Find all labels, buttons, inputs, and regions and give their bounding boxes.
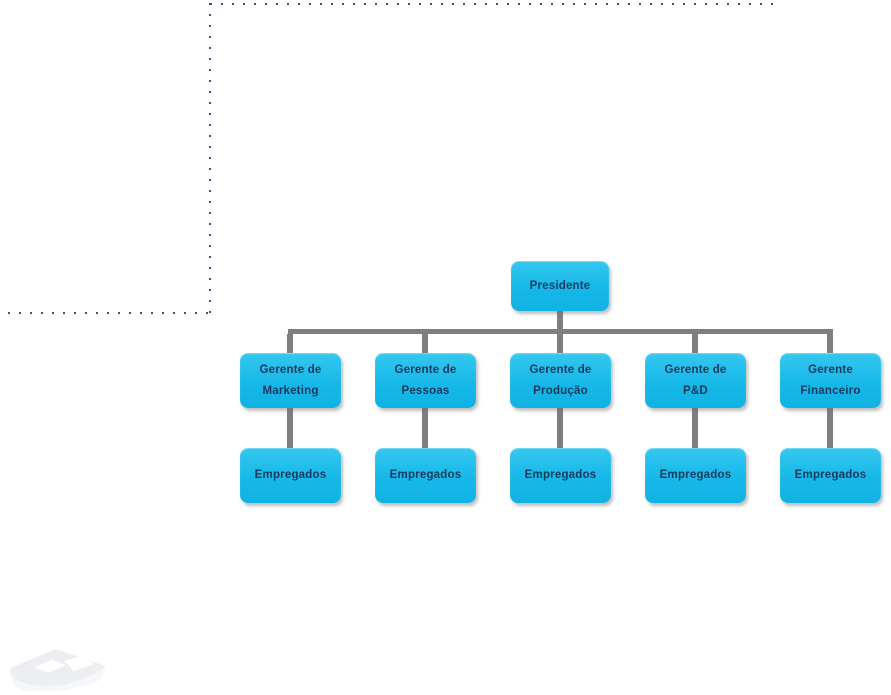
connector-bus-to-producao	[557, 334, 563, 353]
connector-producao-to-empregados	[557, 408, 563, 448]
org-node-empregados-pd[interactable]: Empregados	[645, 448, 746, 503]
node-label: Empregados	[254, 469, 327, 481]
node-label: Empregados	[524, 469, 597, 481]
node-label: Empregados	[794, 469, 867, 481]
connector-financeiro-to-empregados	[827, 408, 833, 448]
connector-bus-to-marketing	[287, 334, 293, 353]
org-node-gerente-producao[interactable]: Gerente de Produção	[510, 353, 611, 408]
connector-pessoas-to-empregados	[422, 408, 428, 448]
node-label-line2: Produção	[533, 384, 588, 397]
connector-horizontal-bus	[288, 329, 833, 334]
node-label: Empregados	[389, 469, 462, 481]
drawing-boundary-bottom-left	[8, 312, 212, 314]
org-node-presidente[interactable]: Presidente	[511, 261, 609, 311]
org-node-gerente-marketing[interactable]: Gerente de Marketing	[240, 353, 341, 408]
node-label-line1: Gerente	[808, 363, 853, 376]
org-node-empregados-financeiro[interactable]: Empregados	[780, 448, 881, 503]
watermark-logo-icon	[10, 649, 106, 692]
connector-bus-to-pd	[692, 334, 698, 353]
org-node-empregados-marketing[interactable]: Empregados	[240, 448, 341, 503]
node-label-line1: Gerente de	[529, 363, 592, 376]
connector-pd-to-empregados	[692, 408, 698, 448]
connector-root-stub	[557, 311, 563, 330]
node-label-line2: Financeiro	[800, 384, 861, 397]
drawing-boundary-left	[209, 3, 211, 314]
org-node-presidente-label: Presidente	[529, 279, 591, 292]
org-node-gerente-financeiro[interactable]: Gerente Financeiro	[780, 353, 881, 408]
org-node-empregados-producao[interactable]: Empregados	[510, 448, 611, 503]
drawing-boundary-top	[210, 3, 778, 5]
node-label-line2: Marketing	[262, 384, 319, 397]
node-label-line2: P&D	[683, 384, 708, 397]
node-label-line2: Pessoas	[401, 384, 450, 397]
org-node-gerente-pessoas[interactable]: Gerente de Pessoas	[375, 353, 476, 408]
connector-marketing-to-empregados	[287, 408, 293, 448]
connector-bus-to-financeiro	[827, 334, 833, 353]
node-label-line1: Gerente de	[394, 363, 457, 376]
org-node-gerente-pd[interactable]: Gerente de P&D	[645, 353, 746, 408]
org-node-empregados-pessoas[interactable]: Empregados	[375, 448, 476, 503]
node-label-line1: Gerente de	[259, 363, 322, 376]
node-label-line1: Gerente de	[664, 363, 727, 376]
connector-bus-to-pessoas	[422, 334, 428, 353]
node-label: Empregados	[659, 469, 732, 481]
